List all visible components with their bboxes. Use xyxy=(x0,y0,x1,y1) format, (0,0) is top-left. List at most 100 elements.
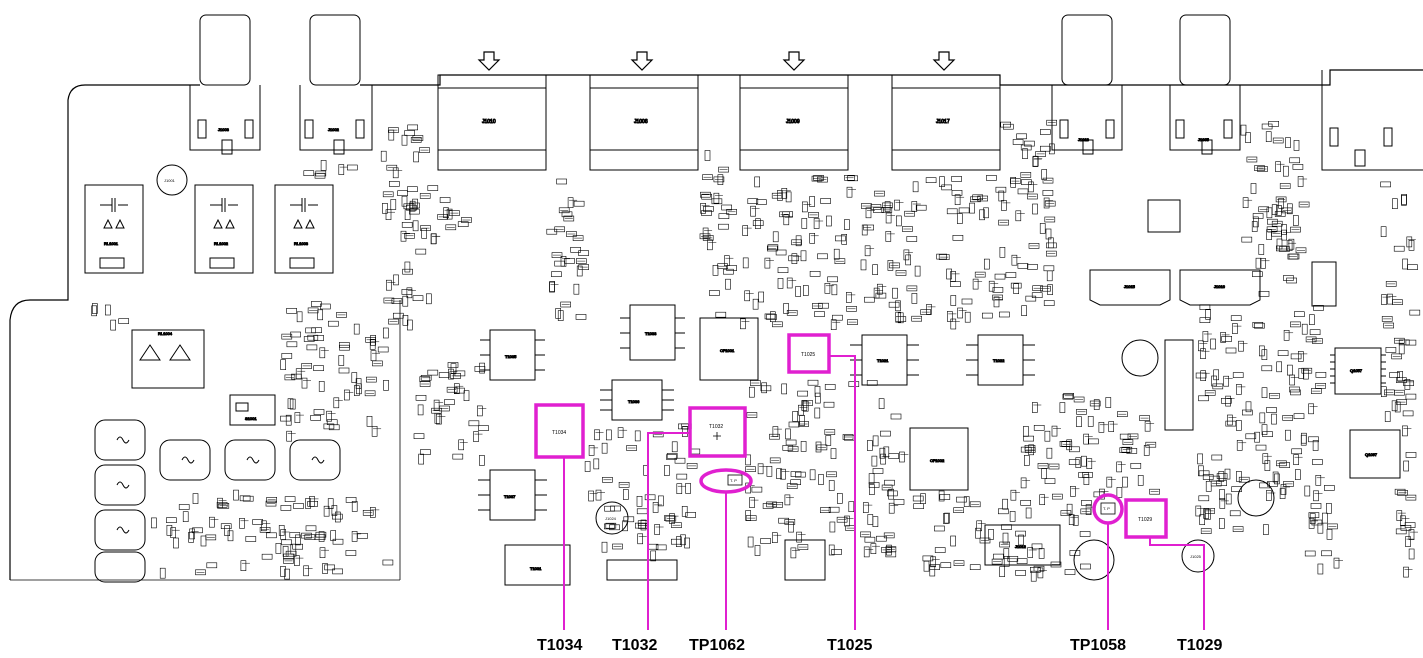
smd-pad xyxy=(314,534,326,540)
jack-j1002: J1002 xyxy=(299,14,373,155)
smd-pad xyxy=(685,512,697,518)
smd-pad xyxy=(880,430,891,437)
smd-pad xyxy=(991,558,1003,565)
smd-pad xyxy=(408,208,420,215)
smd-pad xyxy=(895,300,901,312)
label-j1009: J1009 xyxy=(786,119,800,125)
label-s1001: S1001 xyxy=(245,416,257,421)
smd-pad xyxy=(786,483,798,490)
smd-pad xyxy=(658,495,664,507)
smd-pad xyxy=(777,278,784,289)
smd-pad xyxy=(1212,383,1224,390)
smd-pad xyxy=(1046,119,1057,126)
smd-pad xyxy=(192,527,203,534)
smd-pad xyxy=(755,218,761,229)
smd-pad xyxy=(1381,386,1387,398)
smd-pad xyxy=(666,454,677,460)
smd-pad xyxy=(911,293,918,304)
smd-pad xyxy=(1283,275,1294,281)
smd-pad xyxy=(1398,343,1405,355)
smd-pad xyxy=(604,505,615,512)
smd-pad xyxy=(826,471,837,478)
smd-pad xyxy=(671,441,678,453)
callout-t1032: T1032 xyxy=(612,637,657,654)
smd-pad xyxy=(1254,165,1265,171)
smd-pad xyxy=(293,503,304,509)
smd-pad xyxy=(1312,338,1323,344)
smd-pad xyxy=(784,519,796,525)
smd-pad xyxy=(200,535,207,547)
smd-pad xyxy=(404,130,416,136)
smd-pad xyxy=(1009,511,1016,522)
smd-pad xyxy=(166,517,177,524)
transformer-t1033: T1033 xyxy=(620,304,685,361)
smd-pad xyxy=(291,373,302,380)
smd-pad xyxy=(290,331,301,338)
label-t1029: T1029 xyxy=(1138,517,1152,523)
smd-pad xyxy=(1266,207,1273,219)
smd-pad xyxy=(278,525,285,536)
smd-pad xyxy=(1384,411,1391,422)
smd-pad xyxy=(637,533,644,545)
smd-pad xyxy=(1292,164,1304,170)
smd-pad xyxy=(218,502,230,509)
smd-pad xyxy=(1030,566,1041,573)
smd-pad xyxy=(216,501,228,508)
smd-pad xyxy=(1199,304,1211,311)
smd-pad xyxy=(1276,361,1282,373)
smd-pad xyxy=(392,167,399,179)
smd-pad xyxy=(1402,425,1408,437)
smd-pad xyxy=(372,360,383,367)
smd-pad xyxy=(1266,407,1277,413)
smd-pad xyxy=(431,407,442,414)
smd-pad xyxy=(994,273,1006,280)
smd-pad xyxy=(1397,489,1408,496)
smd-pad xyxy=(285,414,292,426)
smd-pad xyxy=(1023,435,1035,442)
smd-pad xyxy=(473,431,479,442)
smd-pad xyxy=(1046,447,1053,459)
jack-j1003: J1003 xyxy=(189,14,261,155)
smd-pad xyxy=(681,505,688,517)
board-outline xyxy=(9,69,1423,581)
smd-pad xyxy=(1276,460,1287,467)
smd-pad xyxy=(357,533,368,539)
smd-pad xyxy=(801,201,808,213)
smd-pad xyxy=(92,303,98,314)
smd-pad xyxy=(830,448,837,459)
smd-pad xyxy=(622,489,629,500)
smd-pad xyxy=(953,560,965,567)
smd-pad xyxy=(785,191,792,203)
smd-pad xyxy=(1051,425,1058,437)
smd-pad xyxy=(746,412,758,418)
smd-pad xyxy=(284,496,296,503)
smd-pad xyxy=(1232,323,1238,334)
switch-s1001: S1001 xyxy=(229,394,276,426)
smd-pad xyxy=(701,193,713,200)
smd-pad xyxy=(650,550,657,562)
smd-pad xyxy=(832,314,843,321)
smd-pad xyxy=(1276,245,1287,252)
smd-pad xyxy=(676,483,683,495)
module-bottom xyxy=(606,559,678,581)
smd-pad xyxy=(747,536,754,548)
smd-pad xyxy=(166,524,173,536)
smd-pad xyxy=(561,211,573,218)
smd-pad xyxy=(1293,413,1305,420)
smd-pad xyxy=(1264,460,1271,471)
smd-pad xyxy=(1258,244,1265,255)
smd-pad xyxy=(1251,221,1258,232)
smd-pad xyxy=(1305,336,1317,343)
smd-pad xyxy=(754,176,761,188)
smd-pad xyxy=(382,327,389,339)
smd-pad xyxy=(831,284,838,296)
smd-pad xyxy=(865,207,872,219)
smd-pad xyxy=(1005,272,1017,278)
smd-pad xyxy=(283,558,294,564)
smd-pad xyxy=(758,291,765,303)
smd-pad xyxy=(709,290,720,296)
smd-pad xyxy=(999,311,1010,318)
smd-pad xyxy=(306,344,318,351)
smd-pad xyxy=(1304,550,1316,557)
smd-pad xyxy=(834,258,846,265)
